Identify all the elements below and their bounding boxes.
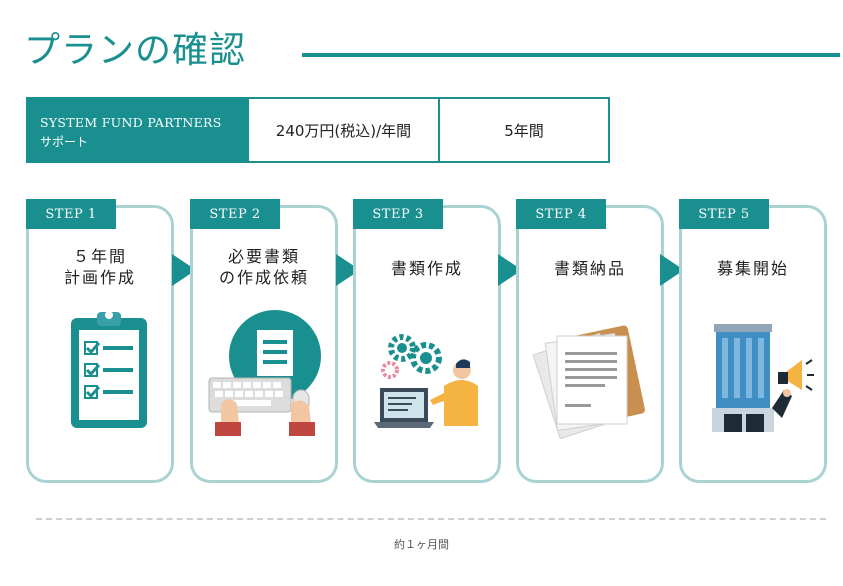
- step-tag-4: STEP 4: [516, 199, 606, 229]
- step-card-1: STEP 1 ５年間 計画作成: [26, 199, 174, 483]
- step-title-1-line2: 計画作成: [63, 268, 136, 287]
- plan-table: SYSTEM FUND PARTNERS サポート 240万円(税込)/年間 5…: [26, 97, 610, 163]
- step-title-1-line1: ５年間: [72, 247, 127, 266]
- document-stack-icon: [532, 325, 645, 440]
- plan-name-line1: SYSTEM FUND PARTNERS: [40, 115, 222, 130]
- page-title: プランの確認: [24, 30, 247, 71]
- duration-label: 約１ヶ月間: [394, 538, 449, 551]
- laptop-gears-person-icon: [374, 334, 478, 428]
- plan-name-cell: SYSTEM FUND PARTNERS サポート: [28, 99, 249, 161]
- step-title-5-line1: 募集開始: [716, 259, 789, 278]
- step-title-4-line1: 書類納品: [553, 259, 626, 278]
- step-card-2: STEP 2 必要書類 の作成依頼: [190, 199, 338, 483]
- step-tag-3: STEP 3: [353, 199, 443, 229]
- step-title-4: 書類納品: [519, 258, 661, 279]
- title-rule: [302, 53, 840, 57]
- step-tag-5: STEP 5: [679, 199, 769, 229]
- plan-term-cell: 5年間: [504, 121, 544, 140]
- step-tag-1: STEP 1: [26, 199, 116, 229]
- building-megaphone-icon: [712, 324, 814, 432]
- step-title-1: ５年間 計画作成: [29, 246, 171, 288]
- timeline-dashed-line: [36, 518, 826, 520]
- step-tag-2: STEP 2: [190, 199, 280, 229]
- step-title-3-line1: 書類作成: [390, 259, 463, 278]
- step-title-2: 必要書類 の作成依頼: [193, 246, 335, 288]
- step-title-2-line2: の作成依頼: [218, 268, 309, 287]
- plan-price-cell: 240万円(税込)/年間: [249, 99, 440, 161]
- step-title-5: 募集開始: [682, 258, 824, 279]
- plan-name-line2: サポート: [40, 135, 89, 149]
- clipboard-checklist-icon: [71, 311, 147, 428]
- step-card-3: STEP 3 書類作成: [353, 199, 501, 483]
- step-card-4: STEP 4 書類納品: [516, 199, 664, 483]
- step-title-3: 書類作成: [356, 258, 498, 279]
- step-title-2-line1: 必要書類: [227, 247, 300, 266]
- keyboard-document-icon: [208, 310, 321, 436]
- step-card-5: STEP 5 募集開始: [679, 199, 827, 483]
